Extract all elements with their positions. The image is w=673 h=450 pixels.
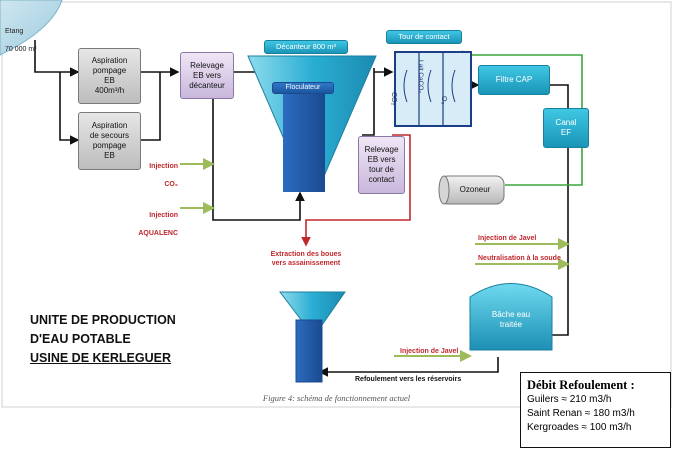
debit-heading: Débit Refoulement :: [527, 378, 635, 392]
funnel-column: [295, 319, 323, 383]
bache-tank: [469, 283, 553, 351]
red-flow-line: [301, 134, 411, 247]
figure-frame: [1, 1, 672, 408]
extraction-boues-label: Extraction des boues vers assainissement: [270, 251, 342, 267]
bache-label: Bâche eau traitée: [491, 310, 531, 329]
tour-de-contact: [394, 51, 472, 127]
title-line-1: UNITE DE PRODUCTION: [30, 313, 176, 327]
figure-caption: Figure 4: schéma de fonctionnement actue…: [262, 393, 411, 403]
o3-tour-label: O₃: [440, 96, 447, 105]
injection-co2-label: Injection CO₂: [149, 163, 178, 188]
diagram-title: UNITE DE PRODUCTION D'EAU POTABLE USINE …: [30, 311, 176, 368]
green-ozone-line: [470, 54, 583, 186]
refoulement-label: Refoulement vers les réservoirs: [355, 376, 462, 383]
aspiration-secours-box: Aspiration de secours pompage EB: [78, 112, 141, 170]
filtre-cap-box: Filtre CAP: [478, 65, 550, 95]
injection-aqualenc-label: Injection AQUALENC: [138, 212, 178, 237]
debit-row: Guilers ≈ 210 m3/h: [527, 394, 612, 405]
relevage-tour-box: Relevage EB vers tour de contact: [358, 136, 405, 194]
injection-javel-label-1: Injection de Javel: [478, 235, 537, 242]
etang-volume: 70 000 m³: [5, 46, 37, 53]
etang-shape: [0, 0, 63, 56]
tour-contact-label: Tour de contact: [386, 30, 462, 44]
floculateur-column: [283, 84, 325, 192]
debit-refoulement-box: Débit Refoulement : Guilers ≈ 210 m3/h S…: [520, 372, 671, 448]
debit-row: Saint Renan ≈ 180 m3/h: [527, 408, 635, 419]
floculateur-label: Floculateur: [272, 82, 334, 94]
injection-javel-label-2: Injection de Javel: [400, 348, 459, 355]
debit-row: Kergroades ≈ 100 m3/h: [527, 422, 632, 433]
decanteur-label: Décanteur 800 m³: [264, 40, 348, 54]
black-flow-lines: [34, 40, 569, 377]
canal-ef-box: Canal EF: [543, 108, 589, 148]
neutralisation-label: Neutralisation à la soude: [478, 255, 561, 262]
etang-label: Etang 70 000 m³: [5, 18, 37, 63]
aspiration-box: Aspiration pompage EB 400m³/h: [78, 48, 141, 104]
ozoneur-label: Ozoneur: [459, 185, 491, 194]
injection-arrows: [180, 158, 570, 362]
title-line-2: D'EAU POTABLE: [30, 332, 131, 346]
title-line-3: USINE DE KERLEGUER: [30, 351, 171, 365]
co2-tour-label: CO₂: [390, 92, 397, 106]
relevage-decanteur-box: Relevage EB vers décanteur: [180, 52, 234, 99]
lait-caco3-label: Lait CaCO₃: [417, 60, 424, 93]
etang-name: Etang: [5, 28, 24, 35]
